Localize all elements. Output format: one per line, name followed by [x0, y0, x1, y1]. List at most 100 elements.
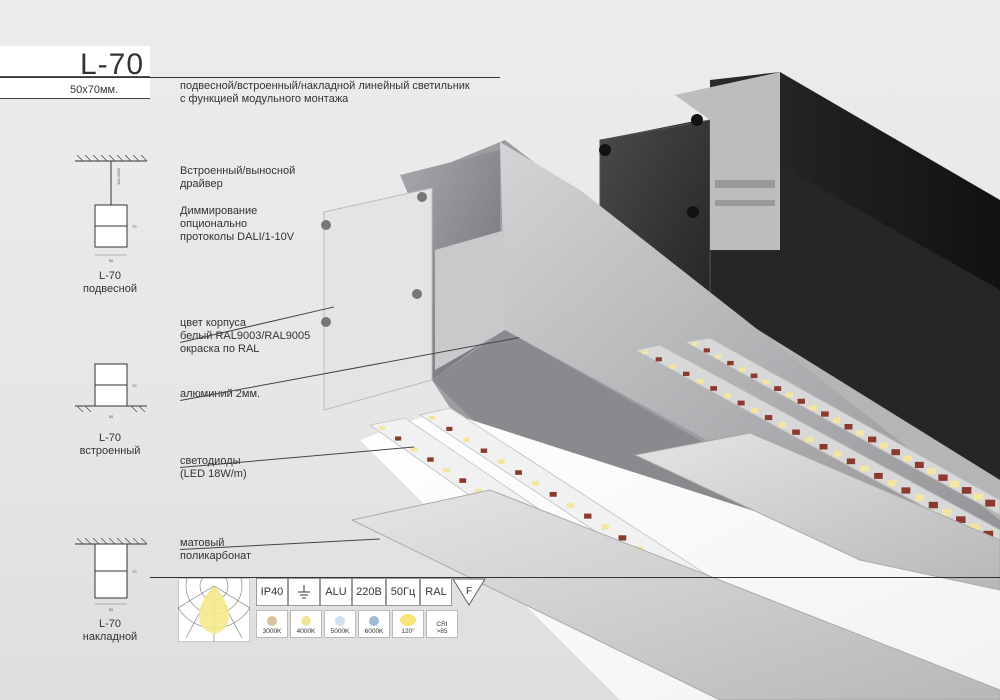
- product-title: L-70: [80, 48, 145, 81]
- led-chip: [778, 422, 787, 428]
- led-chip: [914, 461, 924, 469]
- header-rule: [0, 77, 500, 78]
- led-chip: [411, 446, 418, 452]
- temp-swatch-4: 120°: [392, 610, 424, 638]
- temp-swatch-1: 4000K: [290, 610, 322, 638]
- led-chip: [475, 488, 483, 494]
- temp-swatch-2: 5000K: [324, 610, 356, 638]
- diagram-surface: 50 70: [75, 538, 148, 612]
- led-chip: [738, 367, 746, 372]
- led-chip: [969, 523, 980, 531]
- led-chip: [879, 442, 889, 449]
- led-chip: [696, 378, 704, 384]
- led-chip: [985, 499, 996, 507]
- led-chip: [692, 342, 698, 346]
- led-chip: [443, 467, 450, 473]
- temp-label: 4000K: [296, 628, 316, 635]
- badge-voltage: 220В: [352, 578, 386, 606]
- led-chip: [715, 354, 722, 359]
- feature-dimming: Диммирование опционально протоколы DALI/…: [180, 205, 295, 243]
- led-chip: [844, 424, 853, 430]
- led-chip: [549, 491, 557, 497]
- led-chip: [805, 436, 814, 443]
- led-chip: [566, 502, 575, 508]
- led-chip: [618, 535, 627, 541]
- led-chip: [737, 400, 745, 406]
- led-chip: [860, 465, 869, 472]
- ground-icon: [288, 578, 320, 606]
- diagram-recessed-caption: L-70 встроенный: [79, 432, 141, 457]
- led-chip: [379, 426, 385, 430]
- badge-alu: ALU: [320, 578, 352, 606]
- svg-text:F: F: [466, 586, 472, 597]
- diagram-width-label: 50: [109, 414, 114, 419]
- diagram-height-label: 70: [132, 224, 137, 229]
- temp-label: 120°: [401, 628, 415, 635]
- led-chip: [891, 449, 901, 456]
- led-chip: [497, 459, 505, 464]
- product-subtitle: подвесной/встроенный/накладной линейный …: [180, 80, 470, 105]
- led-chip: [669, 364, 676, 369]
- led-chip: [601, 524, 609, 530]
- temp-dot: [400, 614, 416, 626]
- temp-swatch-3: 6000K: [358, 610, 390, 638]
- led-chip: [655, 357, 662, 362]
- led-chip: [727, 360, 734, 366]
- led-chip: [751, 407, 759, 413]
- badge-ip40: IP40: [256, 578, 288, 606]
- temp-label: 6000K: [364, 628, 384, 635]
- led-chip: [584, 513, 592, 519]
- feature-leds: светодиоды (LED 18W/m): [180, 455, 247, 480]
- led-chip: [901, 487, 911, 494]
- diagram-recessed: 50 70: [75, 363, 147, 419]
- led-chip: [532, 481, 540, 486]
- led-chip: [459, 478, 467, 483]
- led-chip: [395, 436, 402, 441]
- beam-angle-icon: [178, 578, 250, 642]
- led-chip: [887, 480, 897, 487]
- badge-frequency: 50Гц: [386, 578, 420, 606]
- led-chip: [833, 451, 842, 457]
- led-chip: [846, 458, 856, 465]
- led-chip: [762, 379, 770, 385]
- led-chip: [942, 509, 952, 516]
- temp-dot: [335, 616, 345, 626]
- spec-rule: [150, 577, 1000, 578]
- led-chip: [915, 494, 925, 501]
- led-chip: [723, 393, 731, 399]
- led-chip: [809, 405, 817, 411]
- led-chip: [785, 392, 794, 398]
- diagram-height-label: 70: [132, 569, 137, 574]
- title-divider: [0, 76, 150, 77]
- diagram-cable-label: 100-2000: [116, 167, 121, 185]
- led-chip: [867, 436, 877, 443]
- temp-swatch-5: CRI >85: [426, 610, 458, 638]
- led-chip: [874, 472, 883, 479]
- feature-driver: Встроенный/выносной драйвер: [180, 165, 296, 190]
- led-chip: [983, 530, 994, 538]
- diagram-width-label: 50: [109, 258, 114, 263]
- diagram-suspended-caption: L-70 подвесной: [83, 270, 137, 295]
- led-chip: [682, 371, 690, 377]
- led-chip: [429, 416, 435, 420]
- led-chip: [774, 386, 782, 391]
- temp-label: 3000K: [262, 628, 282, 635]
- temp-dot: [267, 616, 277, 626]
- badge-f-class: F: [452, 578, 486, 606]
- temp-dot: [369, 616, 379, 626]
- led-chip: [903, 455, 912, 462]
- led-chip: [764, 415, 773, 421]
- led-chip: [642, 350, 648, 354]
- led-chip: [950, 480, 960, 488]
- badge-ral: RAL: [420, 578, 452, 606]
- diagram-height-label: 70: [132, 383, 137, 388]
- led-chip: [973, 493, 984, 501]
- led-chip: [821, 411, 829, 417]
- led-chip: [703, 348, 710, 353]
- led-chip: [463, 437, 470, 442]
- led-chip: [832, 417, 841, 424]
- led-chip: [928, 501, 938, 509]
- feature-aluminum: алюминий 2мм.: [180, 388, 261, 400]
- temp-dot: [301, 616, 311, 626]
